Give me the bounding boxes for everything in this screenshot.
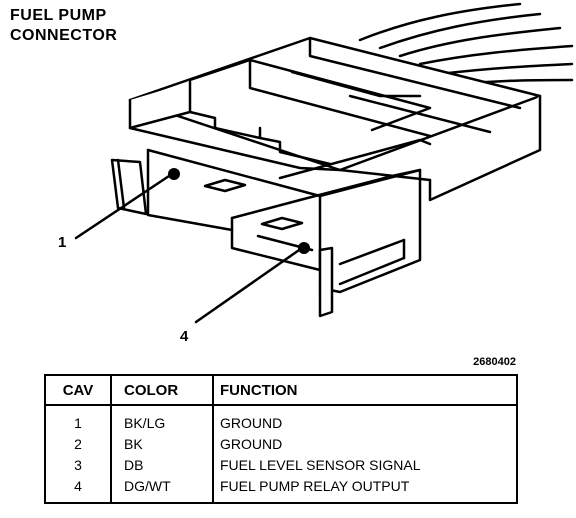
title-line-2: CONNECTOR xyxy=(10,27,118,44)
figure-id: 2680402 xyxy=(473,356,516,368)
diagram-title: FUEL PUMP CONNECTOR xyxy=(10,6,117,46)
leader-line-1 xyxy=(74,172,174,240)
table-row: 3 DB FUEL LEVEL SENSOR SIGNAL xyxy=(45,454,517,475)
cell-cav: 2 xyxy=(45,433,112,454)
title-line-1: FUEL PUMP xyxy=(10,7,107,24)
cell-color: BK/LG xyxy=(111,405,214,433)
header-function: FUNCTION xyxy=(213,375,517,406)
cell-function: GROUND xyxy=(220,435,283,452)
callout-1: 1 xyxy=(58,234,67,251)
cell-cav: 1 xyxy=(45,405,112,433)
table-row: 1 BK/LG GROUND xyxy=(45,405,517,433)
header-color: COLOR xyxy=(111,375,214,406)
cell-color: DG/WT xyxy=(111,475,214,503)
cell-cav: 3 xyxy=(45,454,112,475)
cell-function: GROUND xyxy=(220,414,283,431)
cavity-4-dot xyxy=(298,242,310,254)
cell-color: DB xyxy=(111,454,214,475)
pinout-table: CAV COLOR FUNCTION 1 BK/LG GROUND 2 BK G… xyxy=(44,374,518,504)
leader-line-4 xyxy=(194,246,304,324)
cavity-1-dot xyxy=(168,168,180,180)
table-row: 4 DG/WT FUEL PUMP RELAY OUTPUT xyxy=(45,475,517,503)
table-header-row: CAV COLOR FUNCTION xyxy=(45,375,517,406)
header-cav: CAV xyxy=(45,375,112,406)
table-row: 2 BK GROUND xyxy=(45,433,517,454)
connector-illustration xyxy=(74,2,574,324)
cell-function: FUEL LEVEL SENSOR SIGNAL xyxy=(220,456,421,473)
cell-cav: 4 xyxy=(45,475,112,503)
cell-color: BK xyxy=(111,433,214,454)
callout-4: 4 xyxy=(180,328,189,345)
cell-function: FUEL PUMP RELAY OUTPUT xyxy=(220,477,410,494)
connector-housing xyxy=(110,36,542,318)
